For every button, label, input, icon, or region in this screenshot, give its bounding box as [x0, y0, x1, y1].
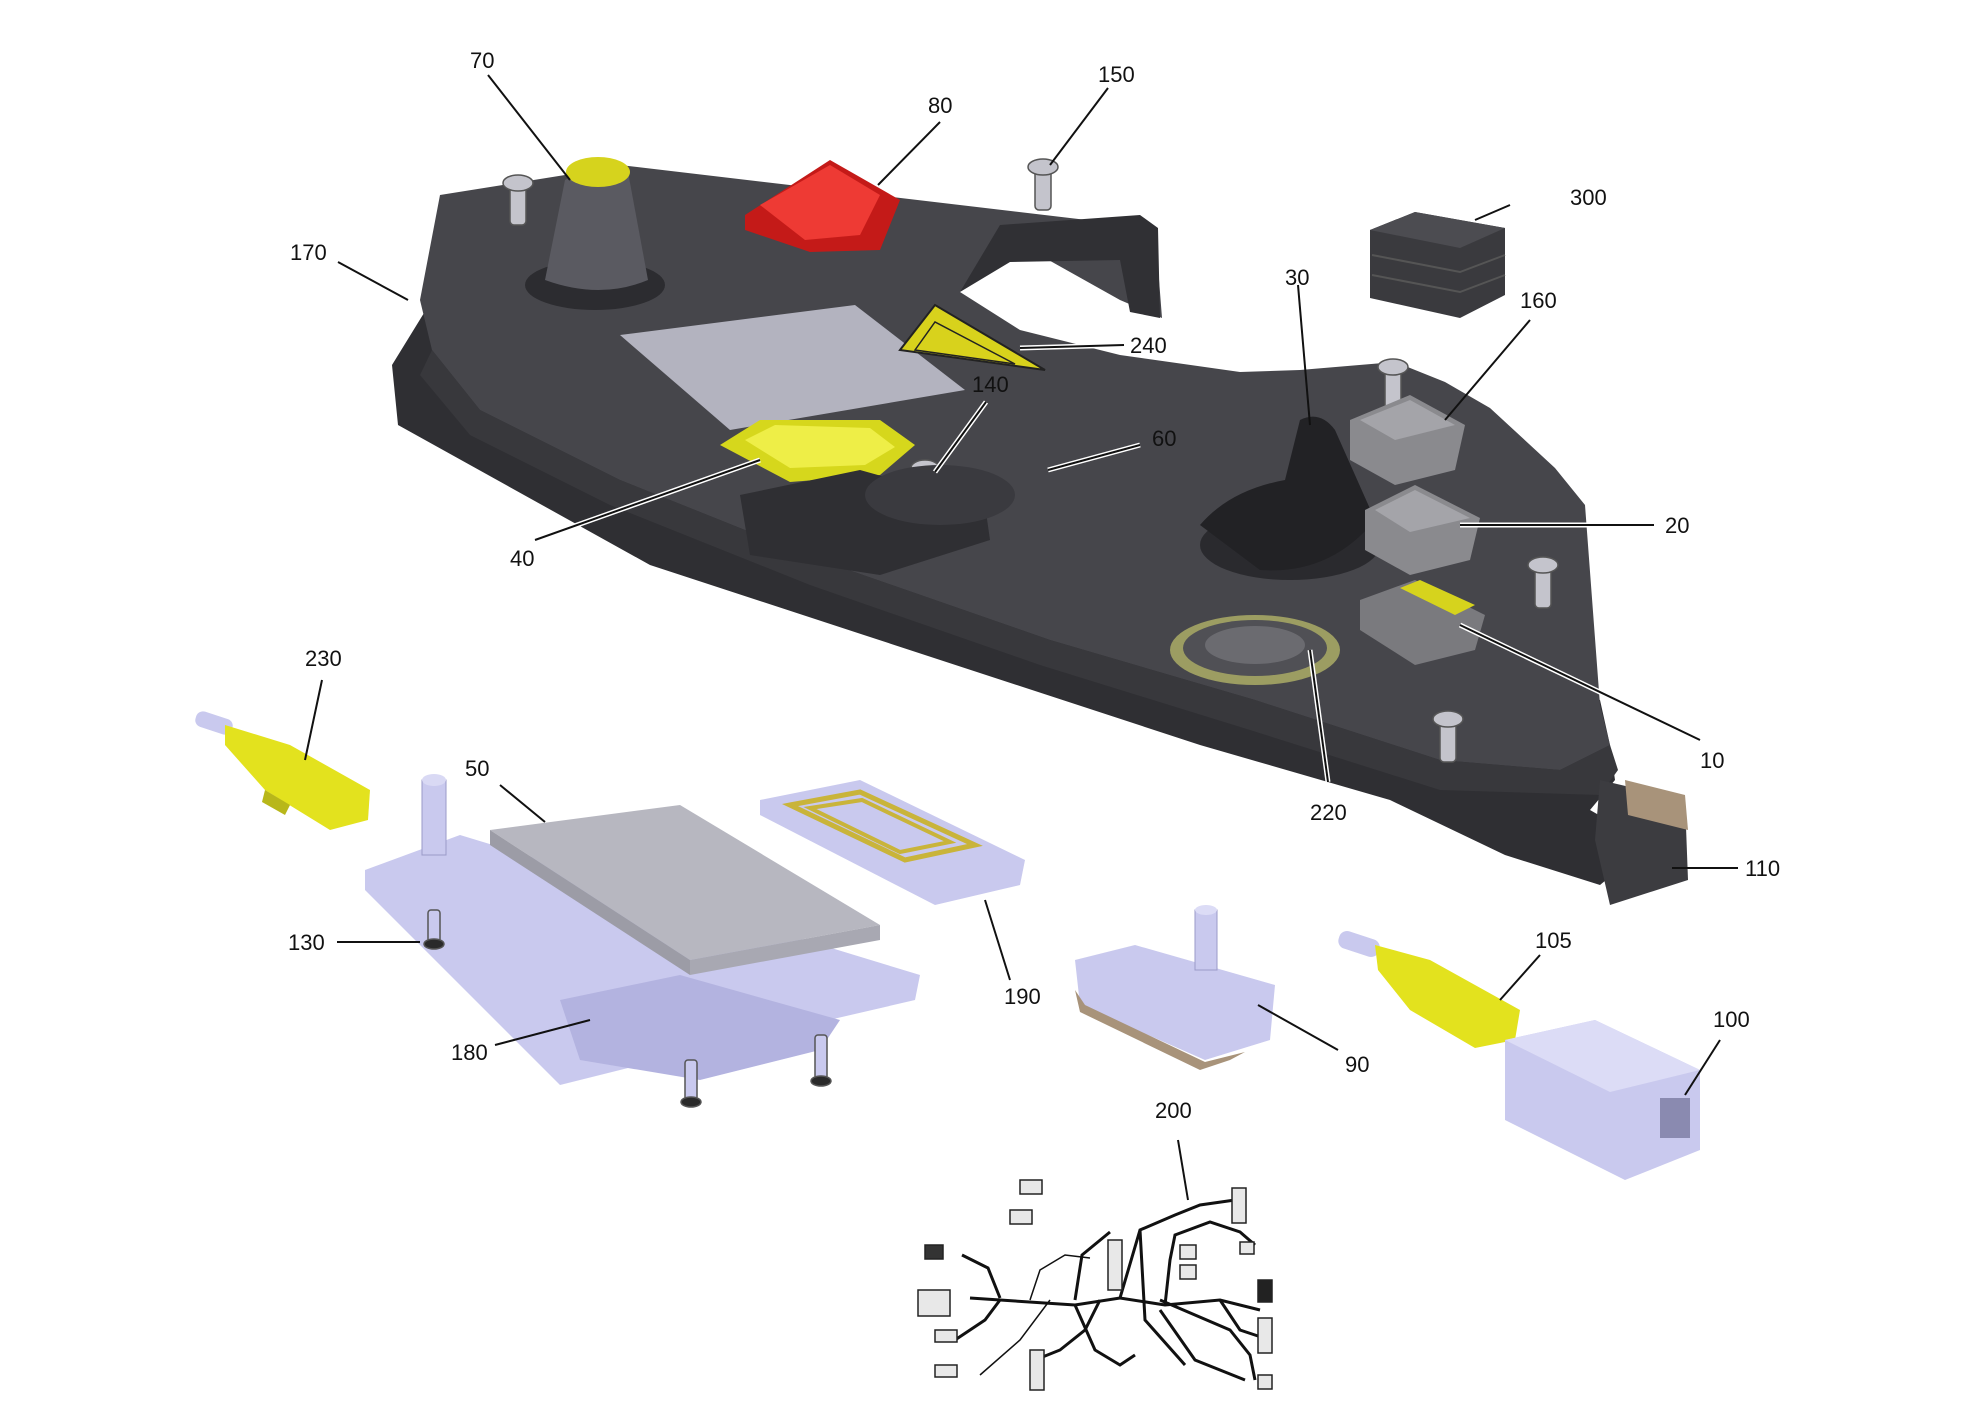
rj-connector-housing — [1505, 1020, 1700, 1180]
leader-30 — [1297, 284, 1311, 426]
callout-110: 110 — [1745, 856, 1780, 881]
leader-170 — [337, 261, 409, 301]
pcb-assembly — [365, 774, 920, 1085]
leader-80 — [877, 121, 941, 186]
leader-60 — [1047, 444, 1141, 471]
callout-80: 80 — [928, 93, 952, 118]
emergency-stop-knob — [525, 157, 665, 310]
control-panel-housing — [392, 165, 1625, 885]
callout-300: 300 — [1570, 185, 1607, 210]
leader-300 — [1474, 204, 1511, 221]
callout-220: 220 — [1310, 800, 1347, 825]
callout-30: 30 — [1285, 265, 1309, 290]
rotary-encoder-switch — [1075, 905, 1275, 1070]
mounting-bracket — [740, 465, 1015, 575]
callout-180: 180 — [451, 1040, 488, 1065]
callout-100: 100 — [1713, 1007, 1750, 1032]
callout-160: 160 — [1520, 288, 1557, 313]
leader-140 — [934, 401, 987, 473]
callout-40: 40 — [510, 546, 534, 571]
push-button-set — [1350, 395, 1485, 665]
callout-90: 90 — [1345, 1052, 1369, 1077]
rubber-grommet — [1370, 212, 1506, 318]
callout-20: 20 — [1665, 513, 1689, 538]
callout-130: 130 — [288, 930, 325, 955]
warning-sticker — [898, 303, 1046, 371]
leader-105 — [1499, 954, 1541, 1001]
callout-230: 230 — [305, 646, 342, 671]
leader-50 — [499, 784, 546, 823]
nfc-antenna-board — [760, 780, 1025, 905]
cable-strain-relief-right — [1338, 931, 1520, 1048]
leader-230 — [304, 679, 323, 761]
cable-strain-relief-left — [195, 711, 370, 830]
callout-150: 150 — [1098, 62, 1135, 87]
rotary-selector-knob — [1200, 416, 1380, 580]
leader-10 — [1459, 624, 1701, 741]
red-switch-cap — [745, 160, 900, 252]
yellow-palm-pad — [720, 420, 915, 482]
leader-220 — [1309, 649, 1329, 783]
leader-200 — [1177, 1139, 1189, 1201]
callout-170: 170 — [290, 240, 327, 265]
speaker-grille — [1170, 615, 1340, 685]
callout-105: 105 — [1535, 928, 1572, 953]
callout-140: 140 — [972, 372, 1009, 397]
lcd-display-module — [490, 805, 880, 975]
leader-240 — [1019, 344, 1125, 349]
leader-90 — [1257, 1004, 1339, 1051]
pcb-standoffs — [423, 909, 832, 1108]
callout-50: 50 — [465, 756, 489, 781]
callout-240: 240 — [1130, 333, 1167, 358]
harness-connectors — [917, 1179, 1273, 1391]
callout-60: 60 — [1152, 426, 1176, 451]
info-label-area — [620, 305, 965, 430]
leader-100 — [1684, 1039, 1721, 1096]
leader-lines — [304, 74, 1738, 1201]
leader-180 — [494, 1019, 591, 1046]
callout-190: 190 — [1004, 984, 1041, 1009]
leader-40 — [534, 459, 761, 541]
leader-150 — [1049, 87, 1109, 166]
wiring-harness — [954, 1198, 1271, 1382]
side-connector-cover — [1595, 780, 1688, 905]
leader-70 — [487, 74, 571, 181]
leader-190 — [984, 899, 1011, 981]
callout-200: 200 — [1155, 1098, 1192, 1123]
leader-160 — [1444, 319, 1531, 421]
callout-70: 70 — [470, 48, 494, 73]
callout-10: 10 — [1700, 748, 1724, 773]
callout-labels: 70 80 150 170 300 30 160 240 140 60 40 2… — [288, 48, 1780, 1123]
